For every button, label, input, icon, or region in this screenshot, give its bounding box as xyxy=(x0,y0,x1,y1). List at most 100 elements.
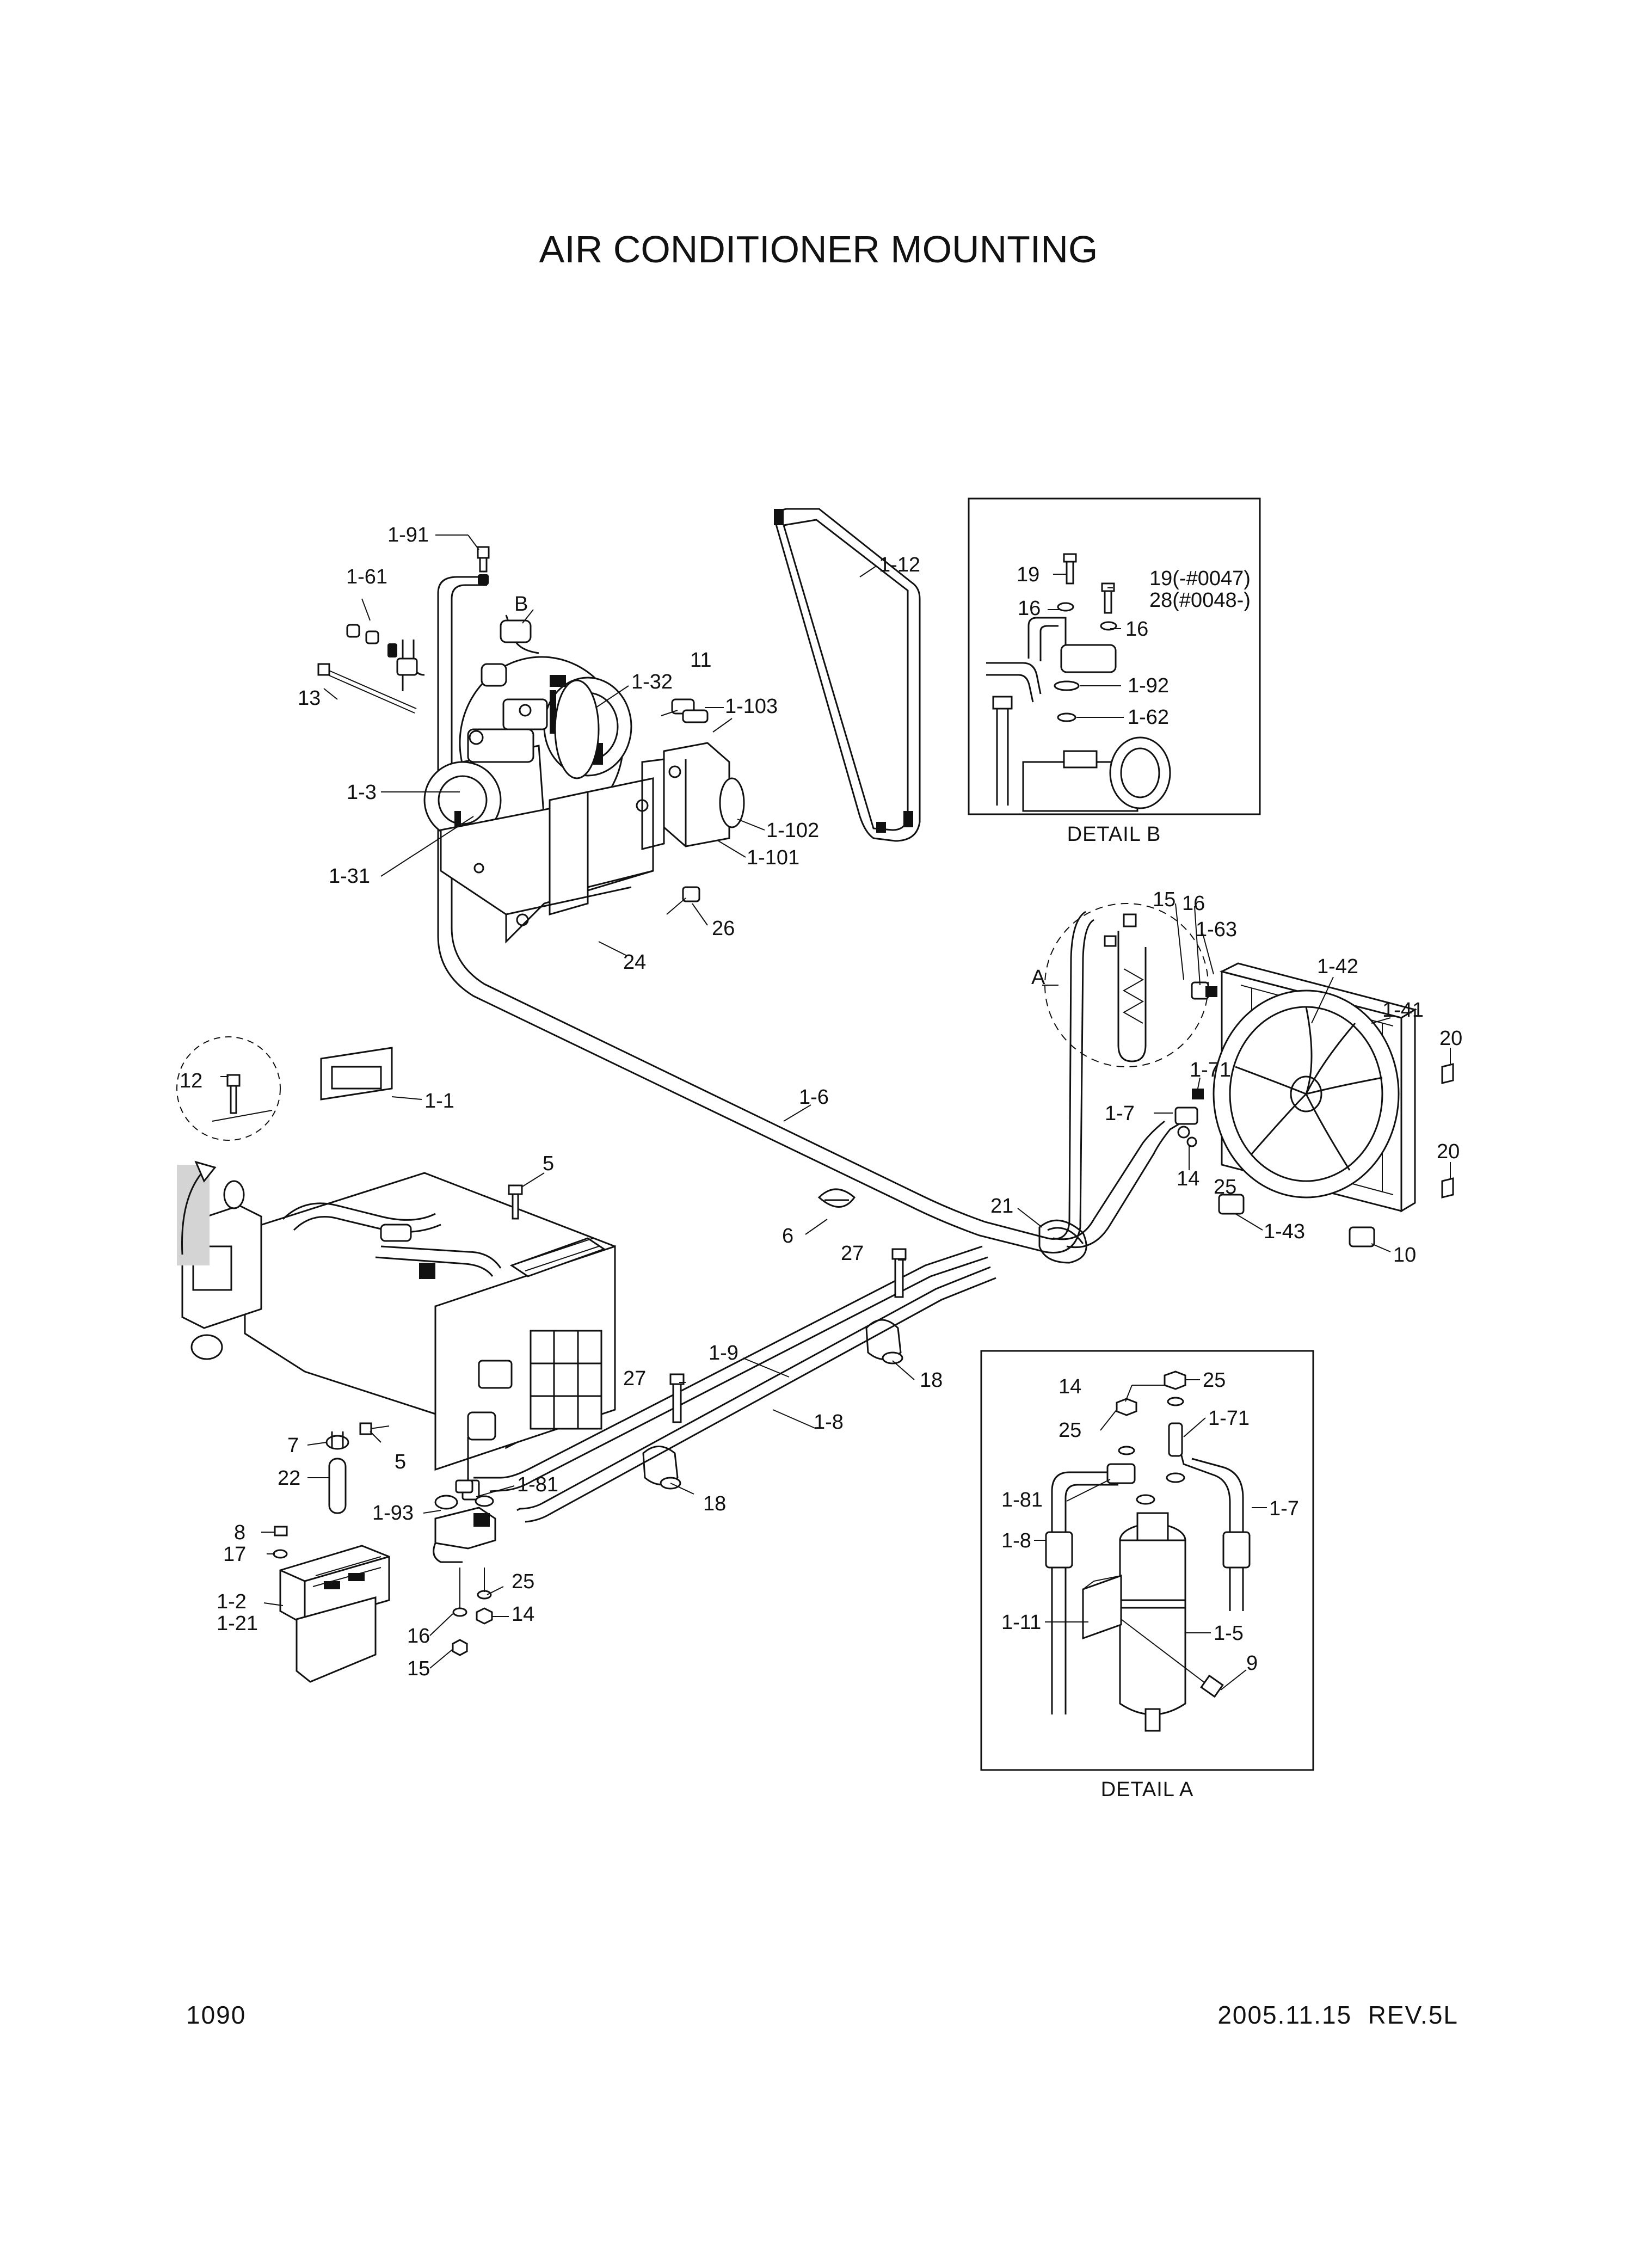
control-panel-1-2 xyxy=(279,1545,390,1683)
detail-a-oring-1-71 xyxy=(1166,1472,1185,1483)
idler-1-101 xyxy=(641,742,745,850)
callout-circle-12 xyxy=(176,1036,281,1141)
fittings-1-61 xyxy=(346,624,397,657)
brackets-20 xyxy=(1441,1063,1454,1198)
compressor-bracket-24 xyxy=(440,777,654,944)
part-label-25: 25 xyxy=(512,1570,534,1593)
part-label-1-43: 1-43 xyxy=(1264,1220,1305,1243)
part-label-1-12: 1-12 xyxy=(879,554,920,576)
detail-a-label: 1-8 xyxy=(1001,1529,1031,1552)
part-label-22: 22 xyxy=(278,1467,300,1490)
detail-a-oring-1-81 xyxy=(1136,1494,1155,1505)
detail-b-label: 1-92 xyxy=(1128,674,1169,697)
detail-b-washer-16b xyxy=(1100,621,1117,631)
detail-a-nut-14 xyxy=(1164,1370,1186,1390)
clamp-21 xyxy=(1038,1219,1087,1264)
part-label-14: 14 xyxy=(1177,1167,1199,1190)
hose-compressor-suction xyxy=(396,576,539,691)
bolt-27-upper xyxy=(891,1248,907,1298)
part-label-5: 5 xyxy=(395,1450,406,1473)
part-label-10: 10 xyxy=(1393,1244,1416,1267)
detail-b-oring-1-92 xyxy=(1054,680,1080,691)
part-label-14: 14 xyxy=(512,1603,534,1626)
hose-1-7 xyxy=(1053,1120,1184,1249)
part-label-17: 17 xyxy=(223,1543,246,1566)
detail-a-washer-25b xyxy=(1118,1446,1135,1455)
detail-a-label: 14 xyxy=(1058,1375,1081,1398)
detail-a-label: 9 xyxy=(1246,1652,1258,1675)
hose-1-9 xyxy=(473,1245,988,1492)
part-label-A: A xyxy=(1031,966,1045,989)
part-label-25: 25 xyxy=(1214,1176,1236,1198)
magnetic-clutch-1-32 xyxy=(550,679,600,779)
part-label-B: B xyxy=(514,593,528,616)
part-label-18: 18 xyxy=(703,1492,726,1515)
part-label-1-7: 1-7 xyxy=(1105,1102,1135,1125)
detail-a-box: 14 25 25 1-71 1-81 1-7 1-8 1-11 1-5 9 DE… xyxy=(980,1350,1314,1801)
clamp-6 xyxy=(817,1188,856,1208)
part-label-1-32: 1-32 xyxy=(631,671,673,693)
hose-1-8 xyxy=(516,1266,996,1523)
detail-a-hose-1-7 xyxy=(1174,1431,1231,1532)
part-label-1-6: 1-6 xyxy=(799,1086,829,1109)
duct-22 xyxy=(325,1431,349,1514)
bolt-1-43 xyxy=(1218,1194,1245,1215)
washer-17 xyxy=(273,1549,288,1559)
detail-b-label: 16 xyxy=(1125,618,1148,641)
part-label-1-41: 1-41 xyxy=(1382,999,1424,1022)
detail-a-hose-1-8 xyxy=(1051,1471,1118,1532)
part-label-1-42: 1-42 xyxy=(1317,955,1358,978)
expansion-valve-1-93 xyxy=(433,1479,496,1563)
detail-b-label: 19(-#0047) xyxy=(1149,567,1251,590)
detail-a-label: 25 xyxy=(1058,1419,1081,1442)
detail-a-bolt-9 xyxy=(1121,1619,1224,1698)
part-label-6: 6 xyxy=(782,1225,793,1247)
part-label-1-63: 1-63 xyxy=(1196,918,1237,941)
part-label-16: 16 xyxy=(1182,892,1205,915)
part-label-1-31: 1-31 xyxy=(329,865,370,888)
detail-a-receiver-drier-1-5 xyxy=(1119,1512,1186,1732)
detail-b-box: 19 19(-#0047) 28(#0048-) 16 16 1-92 1-62… xyxy=(968,497,1261,846)
part-label-1-103: 1-103 xyxy=(725,695,778,718)
bolt-27-lower xyxy=(669,1373,685,1423)
part-label-1-1: 1-1 xyxy=(424,1090,454,1113)
detail-a-label: 1-7 xyxy=(1269,1497,1299,1520)
detail-b-label: 19 xyxy=(1017,563,1039,586)
detail-a-callout-circle xyxy=(1044,903,1209,1067)
hvac-unit-1-1 xyxy=(177,1047,616,1501)
fasteners-bottom xyxy=(452,1568,493,1656)
part-label-5: 5 xyxy=(543,1152,554,1175)
detail-b-hose-upper xyxy=(986,662,1042,694)
screw-8 xyxy=(261,1526,288,1536)
detail-a-label: 1-71 xyxy=(1208,1407,1250,1430)
detail-b-label: 1-62 xyxy=(1128,706,1169,729)
bolt-11 xyxy=(661,698,709,723)
detail-a-nut-14b xyxy=(1116,1398,1137,1416)
detail-a-caption: DETAIL A xyxy=(1101,1778,1194,1801)
part-label-1-2: 1-2 xyxy=(217,1590,247,1613)
detail-b-washer-16 xyxy=(1057,602,1074,612)
part-label-1-21: 1-21 xyxy=(217,1612,258,1635)
clamp-18-upper xyxy=(865,1319,903,1365)
part-label-15: 15 xyxy=(407,1657,430,1680)
part-label-1-8: 1-8 xyxy=(814,1411,844,1434)
page-number: 1090 xyxy=(186,2001,246,2029)
part-label-1-3: 1-3 xyxy=(347,781,377,804)
belt-1-12 xyxy=(774,508,921,842)
detail-a-label: 1-11 xyxy=(1001,1611,1041,1634)
detail-a-label: 25 xyxy=(1203,1369,1226,1392)
detail-b-oring-1-62 xyxy=(1057,712,1076,722)
hose-1-6 xyxy=(437,667,1094,1253)
detail-a-label: 1-81 xyxy=(1001,1489,1043,1511)
part-label-1-9: 1-9 xyxy=(709,1342,739,1365)
bolt-13 xyxy=(317,663,417,714)
part-label-8: 8 xyxy=(234,1521,245,1544)
part-label-1-81: 1-81 xyxy=(517,1473,558,1496)
part-label-13: 13 xyxy=(298,687,321,710)
screw-5-lower xyxy=(359,1422,390,1435)
detail-b-bolt-19 xyxy=(1063,553,1077,585)
part-label-7: 7 xyxy=(287,1434,299,1457)
detail-b-label: 28(#0048-) xyxy=(1149,589,1251,612)
